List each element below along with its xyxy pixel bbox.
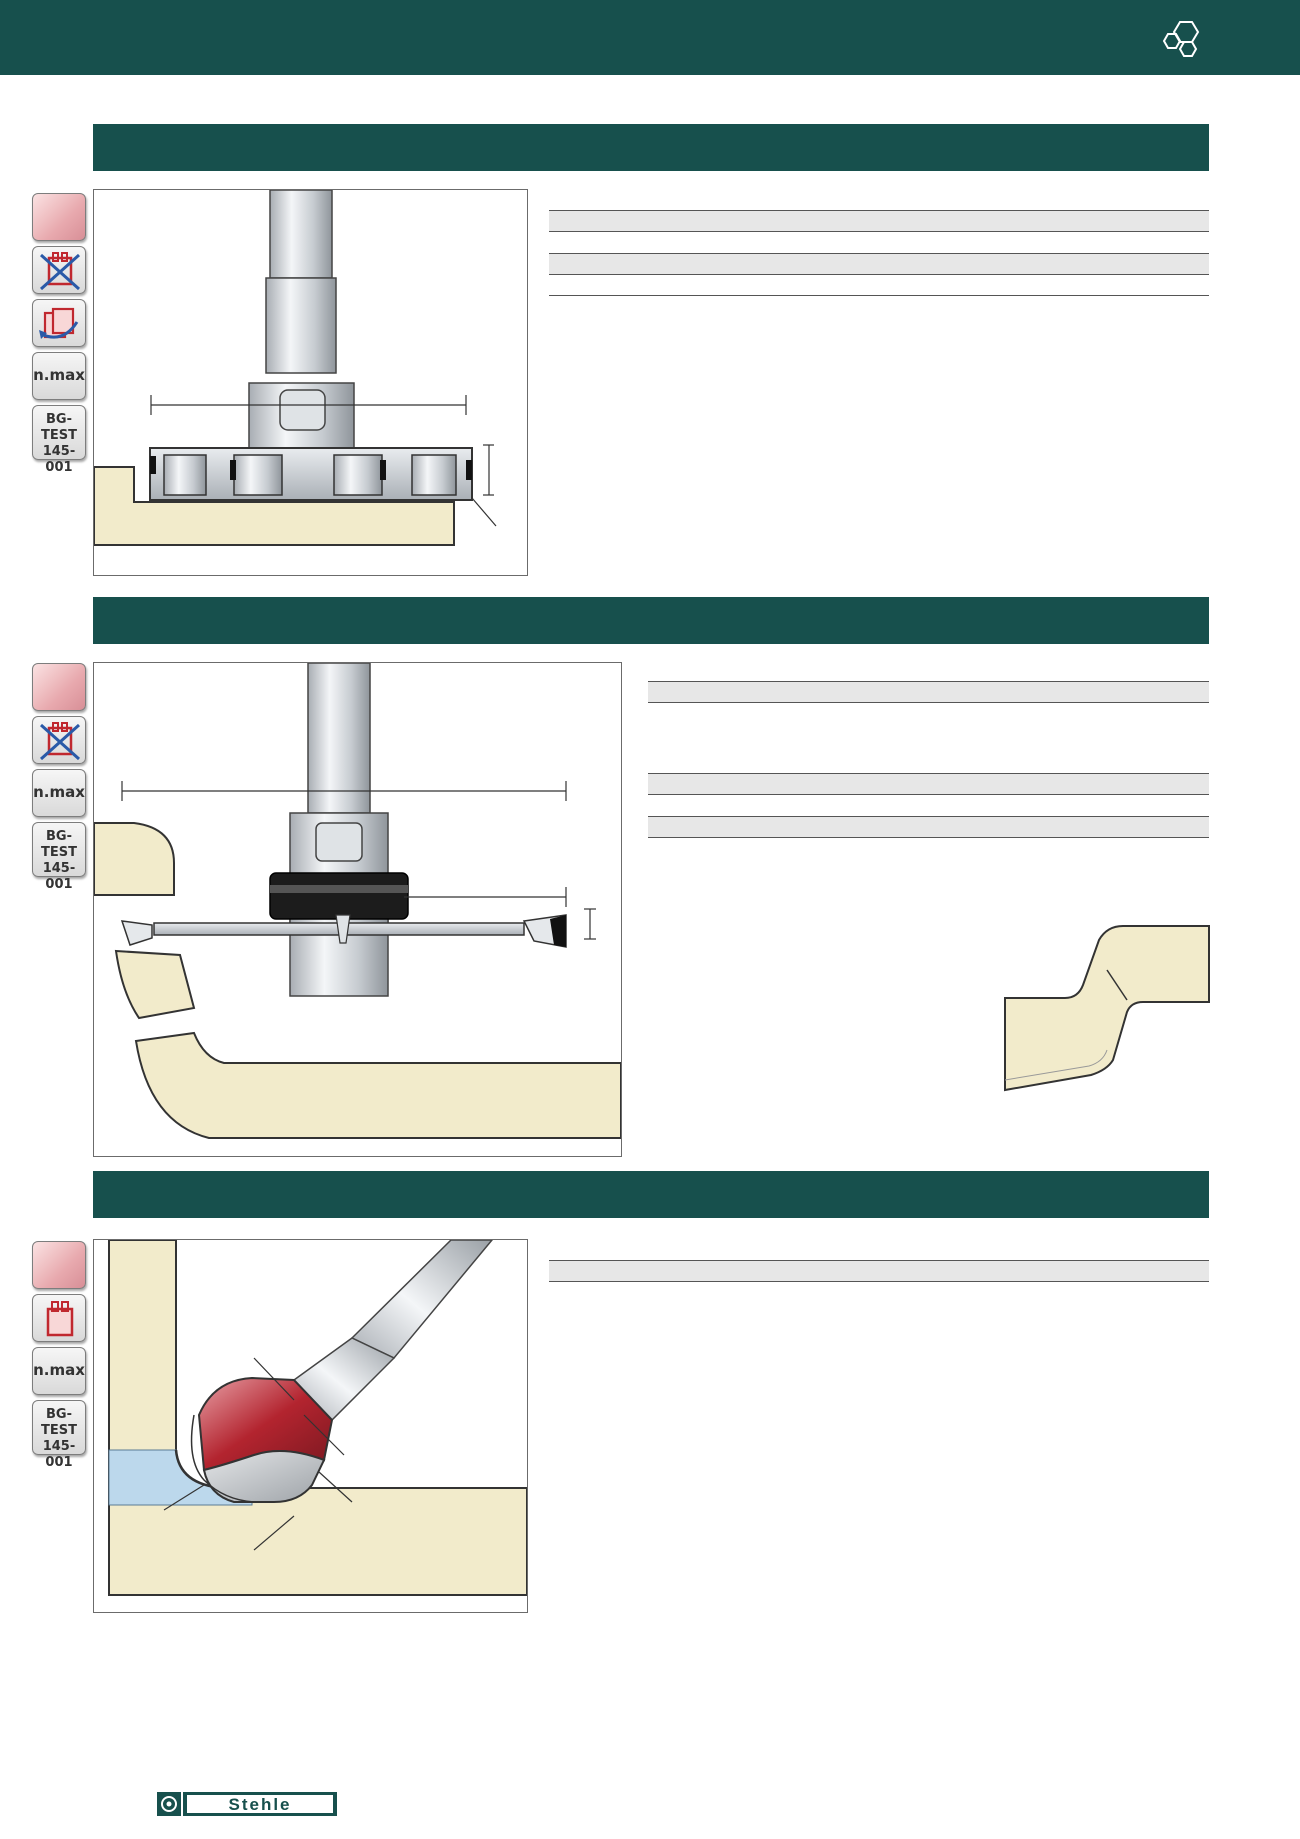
page-header-bar [0,0,1300,75]
spec-table-3-header [648,681,1209,703]
nmax-label: n.max [33,1361,85,1379]
spec-table-1-header [549,210,1209,232]
bg-test-line2: 145-001 [42,444,76,475]
spec-table-2-rule [549,294,1209,296]
section-2-header [93,597,1209,644]
spec-table-4-header [648,773,1209,795]
spec-table-6-header [549,1260,1209,1282]
bg-test-icon: BG-TEST 145-001 [32,1400,86,1470]
bg-test-line1: BG-TEST [41,829,77,860]
bg-test-line1: BG-TEST [41,412,77,443]
nmax-icon: n.max [32,769,86,817]
no-feed-by-hand-icon [32,716,86,764]
no-feed-by-hand-icon [32,246,86,294]
spec-table-5-header [648,816,1209,838]
section-1-header [93,124,1209,171]
nmax-icon: n.max [32,352,86,400]
svg-text:Stehle: Stehle [228,1795,291,1814]
bg-test-icon: BG-TEST 145-001 [32,822,86,892]
nmax-icon: n.max [32,1347,86,1395]
bg-test-line2: 145-001 [42,1439,76,1470]
hand-feed-icon [32,1294,86,1342]
spec-table-2-header [549,253,1209,275]
stehle-logo: Stehle [157,1792,337,1816]
material-icon [32,1241,86,1289]
hexagon-logo-icon [1162,21,1200,57]
bg-test-line2: 145-001 [42,861,76,892]
cutter-diagram-1 [93,189,528,576]
section-3-header [93,1171,1209,1218]
cutter-diagram-3 [93,1239,528,1613]
z-profile-workpiece-image [1004,925,1210,1092]
nmax-label: n.max [33,783,85,801]
material-icon [32,663,86,711]
material-icon [32,193,86,241]
feed-direction-icon [32,299,86,347]
cutter-diagram-2 [93,662,622,1157]
bg-test-line1: BG-TEST [41,1407,77,1438]
nmax-label: n.max [33,366,85,384]
bg-test-icon: BG-TEST 145-001 [32,405,86,475]
